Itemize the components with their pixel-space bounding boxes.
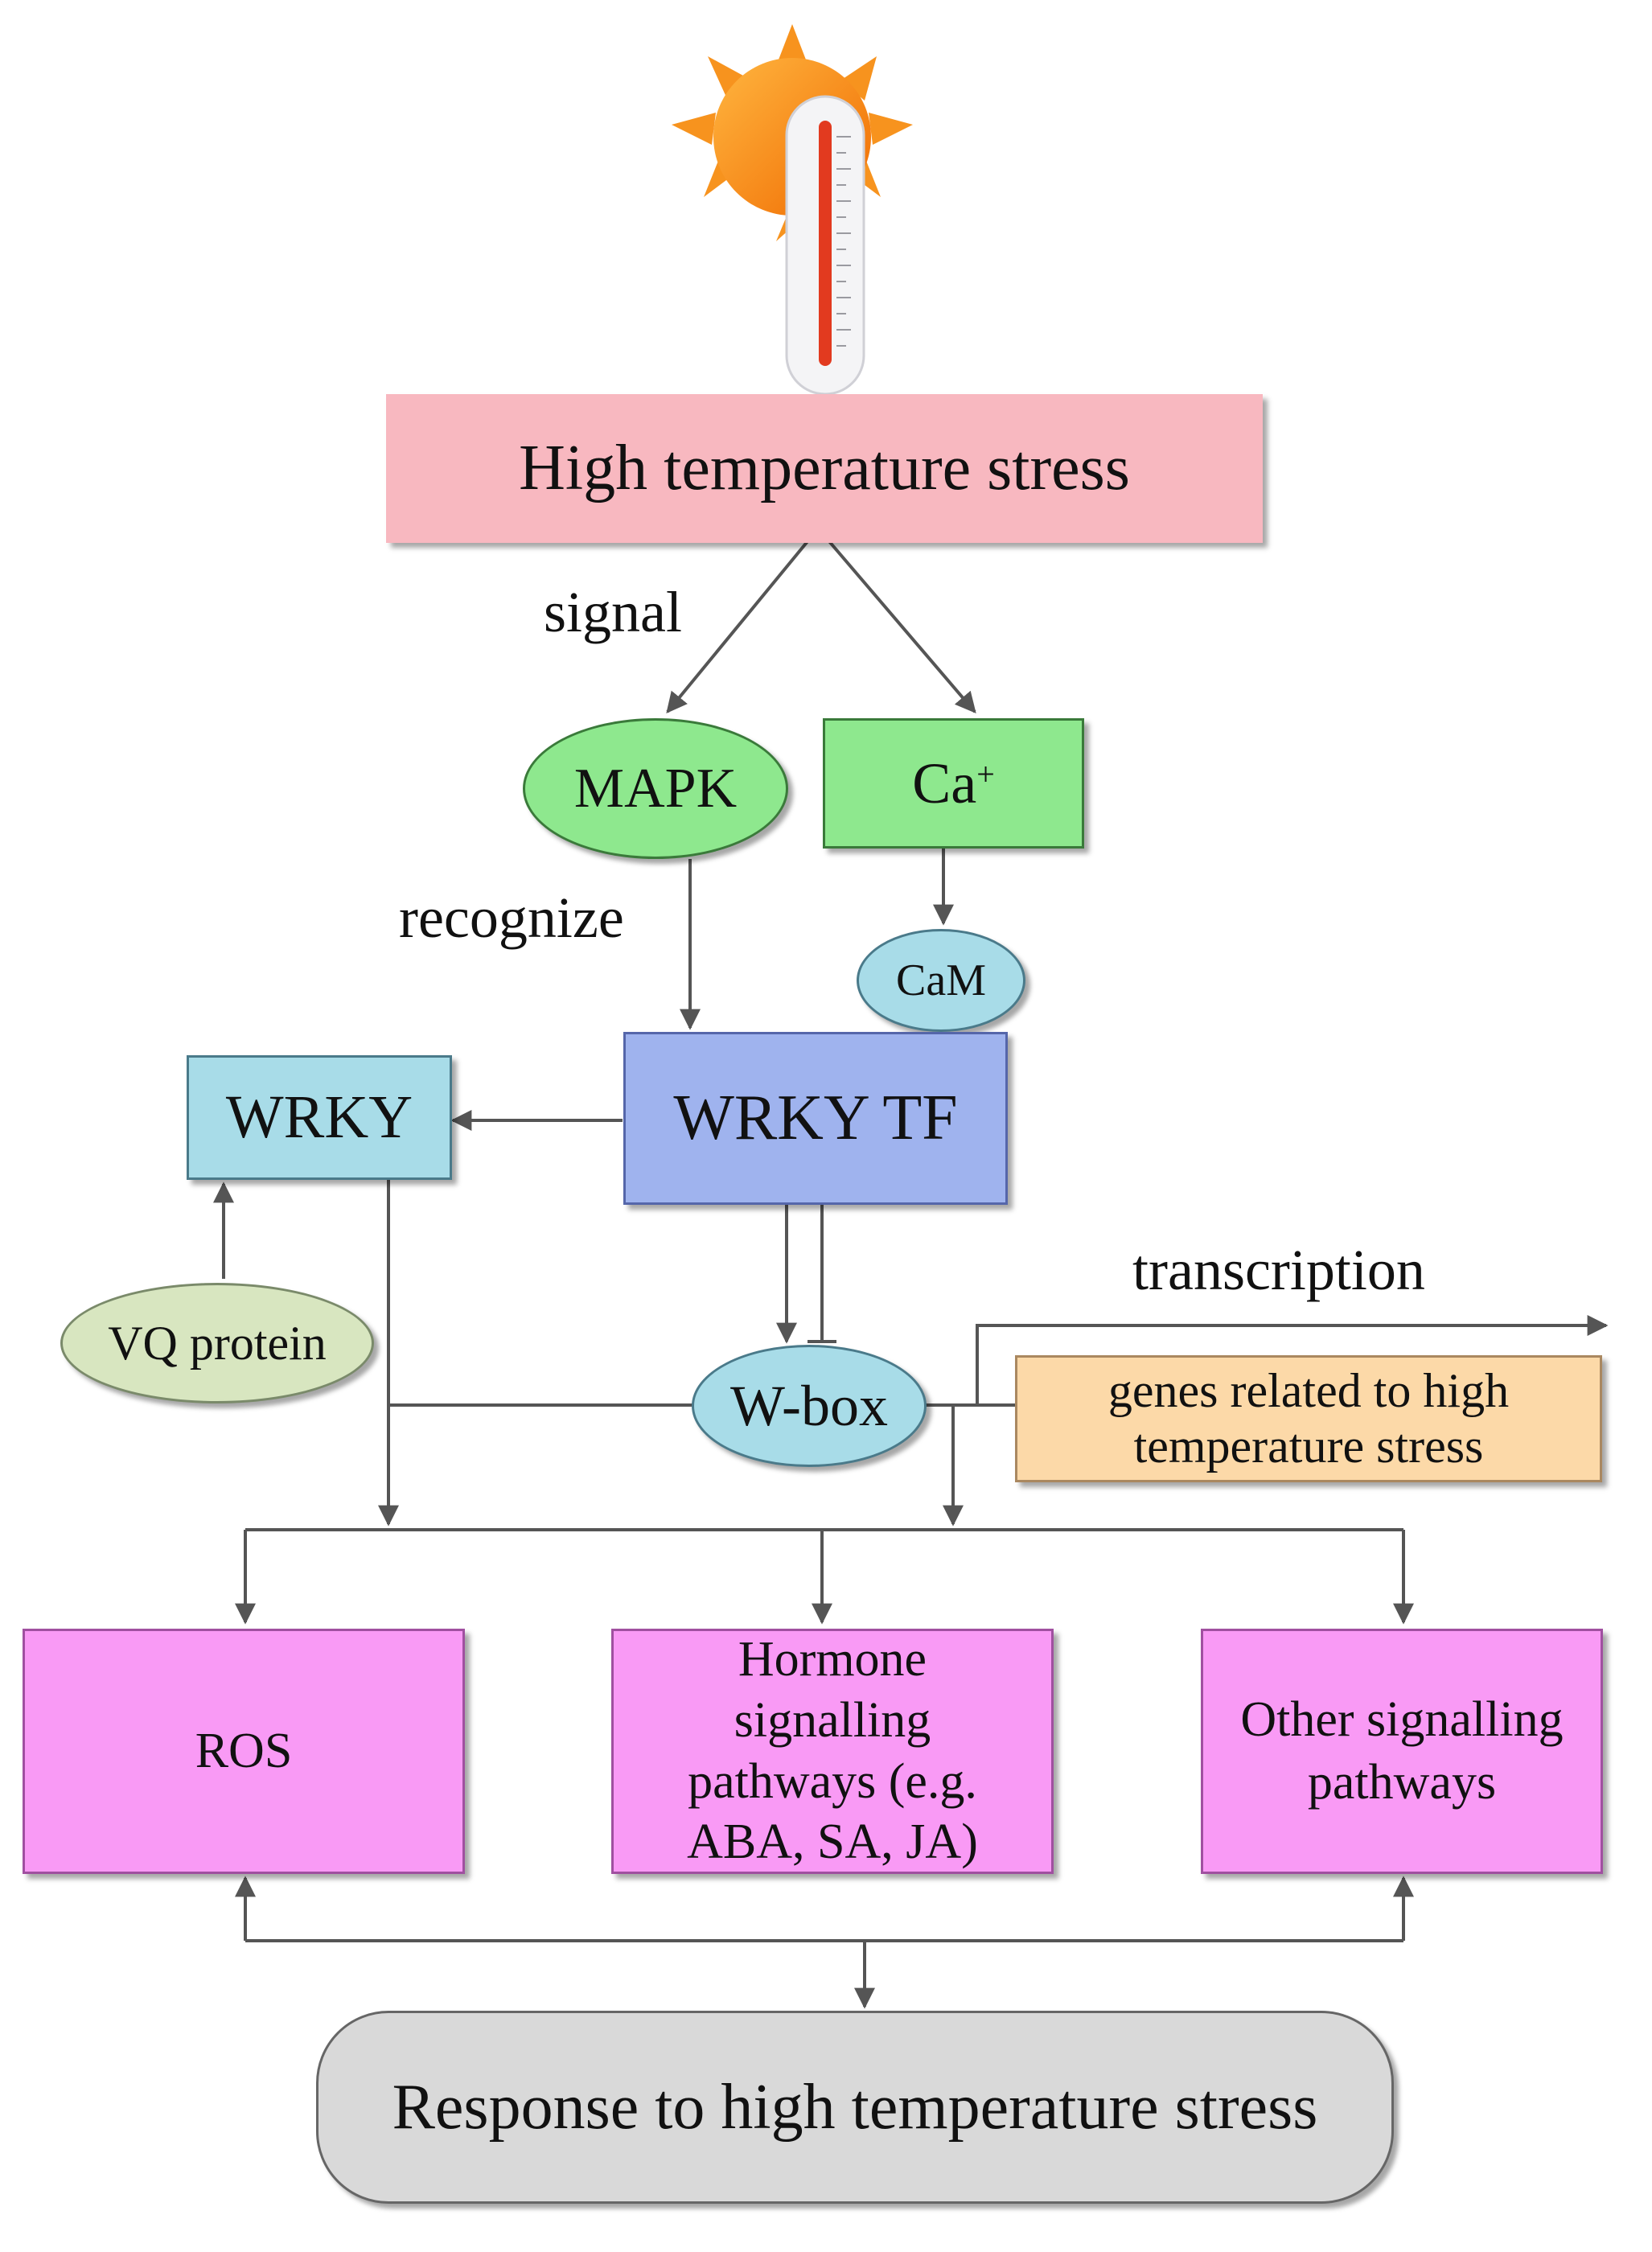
- node-label: WRKY TF: [673, 1083, 958, 1153]
- node-label: High temperature stress: [519, 433, 1130, 503]
- node-label-line: Hormone: [738, 1632, 927, 1687]
- node-label-line: Other signalling: [1240, 1692, 1564, 1747]
- arrow-stress-to-mapk: [666, 539, 810, 714]
- node-label-line: ABA, SA, JA): [687, 1814, 978, 1870]
- node-w-box: W-box: [692, 1345, 927, 1467]
- node-ros: ROS: [23, 1629, 465, 1874]
- node-label: Ca: [912, 750, 977, 816]
- node-label: MAPK: [573, 757, 738, 820]
- node-label: Response to high temperature stress: [392, 2071, 1318, 2143]
- node-label-line: signalling: [734, 1692, 931, 1748]
- arrow-transcription: [976, 1315, 1609, 1405]
- arrow-stress-to-ca: [827, 539, 976, 713]
- edge-label-signal: signal: [544, 580, 682, 644]
- node-ca: Ca+: [823, 718, 1084, 849]
- node-high-temperature-stress: High temperature stress: [386, 394, 1263, 543]
- node-label: ROS: [195, 1724, 293, 1778]
- ca-superscript: +: [976, 755, 995, 792]
- edge-label-transcription: transcription: [1132, 1238, 1425, 1302]
- node-vq-protein: VQ protein: [60, 1283, 374, 1403]
- node-other-signalling: Other signalling pathways: [1201, 1629, 1603, 1874]
- node-label-line: pathways: [1307, 1754, 1497, 1810]
- sun-thermometer-icon: [672, 24, 913, 396]
- node-wrky: WRKY: [187, 1055, 452, 1180]
- edge-label-recognize: recognize: [399, 886, 624, 950]
- node-label-line: genes related to high: [1107, 1364, 1510, 1417]
- node-label: VQ protein: [108, 1316, 327, 1370]
- node-hormone-signalling: Hormone signalling pathways (e.g. ABA, S…: [611, 1629, 1054, 1874]
- node-label: CaM: [896, 955, 986, 1005]
- node-label: WRKY: [225, 1083, 413, 1151]
- node-label: W-box: [730, 1373, 888, 1438]
- node-response: Response to high temperature stress: [316, 2011, 1394, 2204]
- node-mapk: MAPK: [523, 718, 788, 859]
- node-label-line: temperature stress: [1133, 1420, 1484, 1473]
- node-genes-related: genes related to high temperature stress: [1015, 1355, 1602, 1482]
- thermometer-icon: [785, 95, 865, 396]
- node-wrky-tf: WRKY TF: [623, 1032, 1008, 1205]
- node-label-line: pathways (e.g.: [688, 1753, 977, 1809]
- node-cam: CaM: [857, 929, 1025, 1032]
